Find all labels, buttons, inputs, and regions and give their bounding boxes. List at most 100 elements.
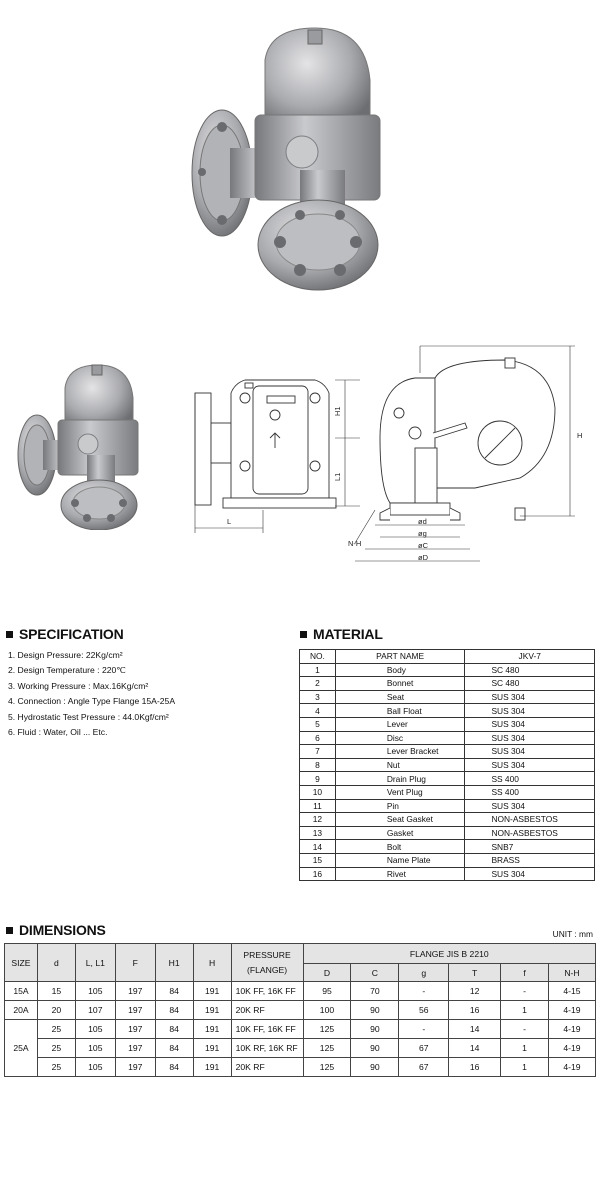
material-part-name: Seat Gasket (334, 812, 466, 827)
material-col-model: JKV-7 (464, 649, 595, 664)
dim-cell: 70 (350, 981, 400, 1001)
dim-col-size: SIZE (4, 943, 38, 982)
material-no: 4 (299, 703, 336, 718)
dim-cell: 191 (192, 1057, 232, 1077)
material-part-name: Vent Plug (334, 784, 466, 800)
dim-cell: 10K RF, 16K RF (230, 1038, 304, 1058)
dim-col-f: F (114, 943, 156, 982)
dim-cell: 107 (74, 1000, 116, 1020)
dim-cell: - (500, 981, 549, 1001)
material-no: 6 (299, 730, 336, 746)
dim-cell: 84 (154, 1019, 194, 1039)
dim-sub-C: C (350, 963, 400, 982)
dim-cell: 105 (74, 1038, 116, 1058)
dim-cell: 125 (302, 1038, 352, 1058)
dim-cell: 90 (350, 1019, 400, 1039)
dim-cell: 14 (448, 1038, 502, 1058)
material-part-name: Name Plate (334, 852, 466, 868)
material-part-name: Rivet (334, 866, 466, 882)
material-spec: BRASS (464, 852, 595, 868)
dim-cell: 16 (448, 1000, 502, 1020)
dim-cell: 25 (36, 1057, 76, 1077)
material-spec: SUS 304 (464, 689, 595, 705)
dim-cell: 4-19 (547, 1057, 597, 1077)
material-part-name: Nut (334, 757, 466, 773)
dim-size: 25A (4, 1019, 38, 1077)
material-no: 14 (299, 839, 336, 854)
material-no: 9 (299, 771, 336, 786)
dim-cell: 4-19 (547, 1019, 597, 1039)
material-no: 1 (299, 662, 336, 678)
material-no: 10 (299, 784, 336, 800)
dim-cell: 125 (302, 1019, 352, 1039)
drawing-label-L: L (227, 517, 231, 526)
dim-cell: 105 (74, 1057, 116, 1077)
material-part-name: Lever Bracket (334, 744, 466, 759)
spec-item: 2. Design Temperature : 220℃ (8, 665, 126, 676)
spec-item: 3. Working Pressure : Max.16Kg/cm² (8, 680, 149, 691)
material-spec: SUS 304 (464, 757, 595, 773)
material-no: 2 (299, 676, 336, 691)
bullet-square-icon (6, 926, 13, 934)
dim-cell: - (398, 1019, 450, 1039)
material-spec: SNB7 (464, 839, 595, 854)
dim-sub-NH: N-H (547, 963, 597, 982)
technical-drawing: L H1 L1 H ød øg øC øD N-H (194, 345, 582, 562)
dim-pressure-label: PRESSURE (243, 949, 291, 960)
bullet-square-icon (6, 630, 13, 638)
dim-cell: 84 (154, 1000, 194, 1020)
dim-cell: 20K RF (230, 1000, 304, 1020)
material-part-name: Bolt (334, 839, 466, 854)
dim-cell: 16 (448, 1057, 502, 1077)
dim-cell: 10K FF, 16K FF (230, 1019, 304, 1039)
dim-sub-T: T (448, 963, 502, 982)
dim-col-pressure: PRESSURE(FLANGE) (230, 943, 304, 982)
dim-cell: 191 (192, 1019, 232, 1039)
dim-cell: 10K FF, 16K FF (230, 981, 304, 1001)
dim-cell: 100 (302, 1000, 352, 1020)
material-part-name: Pin (334, 798, 466, 814)
dim-cell: 20 (36, 1000, 76, 1020)
dim-cell: 15 (36, 981, 76, 1001)
material-part-name: Bonnet (334, 676, 466, 691)
material-part-name: Body (334, 662, 466, 678)
material-no: 11 (299, 798, 336, 814)
unit-label: UNIT : mm (552, 929, 593, 939)
material-spec: SUS 304 (464, 866, 595, 882)
dim-cell: 197 (114, 981, 156, 1001)
material-spec: SS 400 (464, 784, 595, 800)
dim-cell: 90 (350, 1038, 400, 1058)
material-spec: SC 480 (464, 662, 595, 678)
material-header-row: NO. PART NAME JKV-7 (299, 649, 595, 664)
dim-cell: 1 (500, 1057, 549, 1077)
material-no: 8 (299, 757, 336, 773)
dim-size: 20A (4, 1000, 38, 1020)
spec-item: 4. Connection : Angle Type Flange 15A-25… (8, 696, 176, 707)
material-no: 7 (299, 744, 336, 759)
dim-cell: - (398, 981, 450, 1001)
material-spec: NON-ASBESTOS (464, 825, 595, 841)
material-no: 5 (299, 716, 336, 732)
dim-cell: 105 (74, 1019, 116, 1039)
dim-cell: 95 (302, 981, 352, 1001)
spec-item: 1. Design Pressure: 22Kg/cm² (8, 650, 123, 660)
material-part-name: Drain Plug (334, 771, 466, 786)
material-spec: SUS 304 (464, 798, 595, 814)
dim-cell: 12 (448, 981, 502, 1001)
dim-cell: 125 (302, 1057, 352, 1077)
drawing-label-C: øC (418, 541, 429, 550)
material-spec: SUS 304 (464, 703, 595, 718)
dim-sub-f: f (500, 963, 549, 982)
dim-size: 15A (4, 981, 38, 1001)
